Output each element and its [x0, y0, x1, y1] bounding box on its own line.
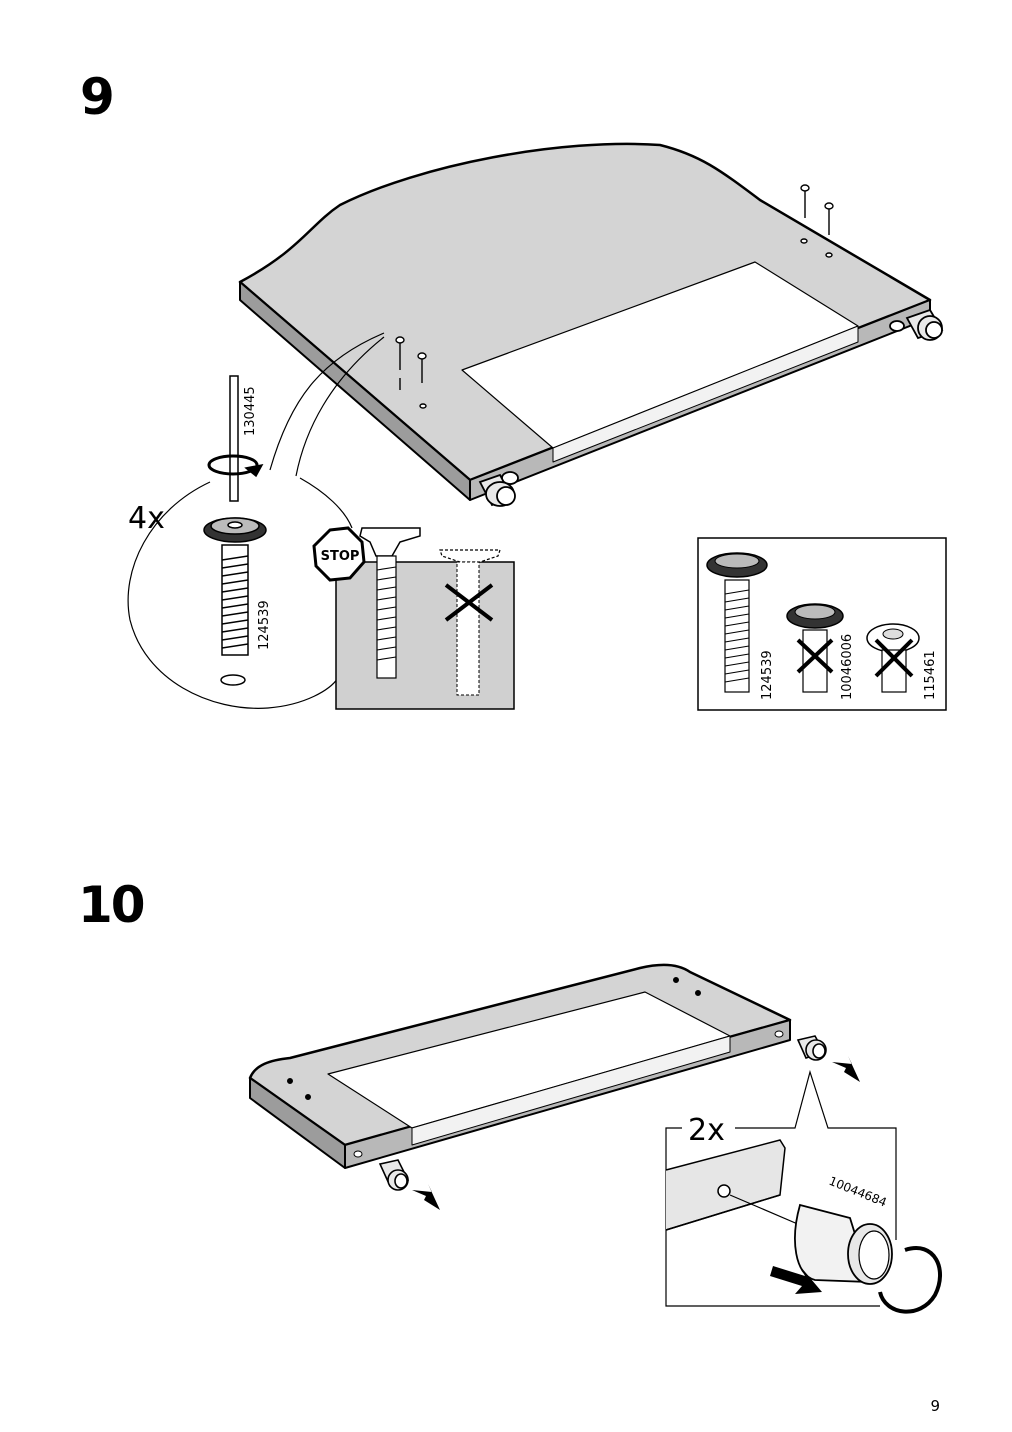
- qty-4x: 4x: [128, 501, 165, 536]
- step9-dowels: [478, 308, 944, 507]
- step9-small-screws: [395, 184, 834, 409]
- part-10044684: 10044684: [827, 1174, 889, 1210]
- step-9-number-label: 9: [80, 68, 115, 126]
- stop-label: STOP: [321, 549, 360, 564]
- stop-detail-box: STOP: [312, 526, 515, 710]
- page-number: 9: [930, 1397, 940, 1415]
- step9-panel: [238, 142, 932, 501]
- part-124539-b: 124539: [760, 650, 775, 700]
- qty-2x: 2x: [688, 1113, 725, 1148]
- push-arrows: [412, 1056, 860, 1210]
- part-10046006: 10046006: [840, 634, 855, 700]
- step10-panel: [248, 963, 792, 1169]
- allen-key: [207, 375, 264, 502]
- step-10-number-label: 10: [78, 876, 146, 934]
- part-115461: 115461: [923, 650, 938, 700]
- part-124539-a: 124539: [257, 600, 272, 650]
- step10-dowels: [378, 1035, 827, 1191]
- part-130445: 130445: [243, 386, 258, 436]
- step10-detail-box: [665, 1069, 942, 1314]
- big-screw-124539: [203, 517, 267, 686]
